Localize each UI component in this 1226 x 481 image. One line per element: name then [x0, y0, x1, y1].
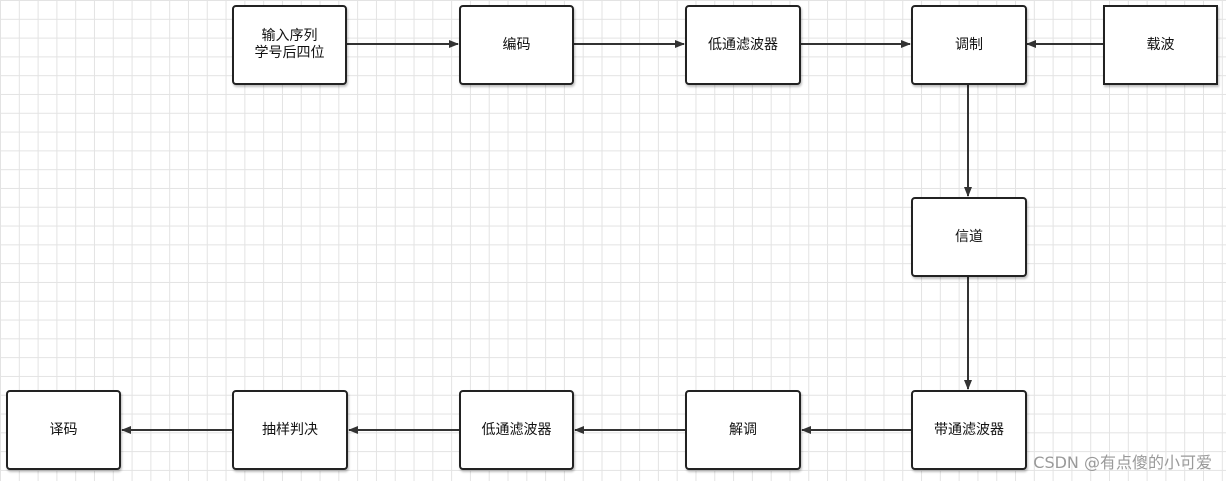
node-decode-label: 译码: [49, 421, 78, 438]
node-channel-label: 信道: [955, 228, 983, 245]
watermark-text: CSDN @有点傻的小可爱: [1033, 453, 1212, 472]
node-encode[interactable]: 编码: [459, 5, 574, 85]
node-sample-decide[interactable]: 抽样判决: [232, 390, 348, 470]
node-lowpass-filter-rx[interactable]: 低通滤波器: [459, 390, 574, 470]
node-modulate[interactable]: 调制: [911, 5, 1027, 85]
node-lowpass-filter-rx-label: 低通滤波器: [481, 421, 552, 438]
node-demodulate[interactable]: 解调: [685, 390, 801, 470]
node-channel[interactable]: 信道: [911, 197, 1027, 277]
node-modulate-label: 调制: [955, 36, 983, 53]
node-input-sequence[interactable]: 输入序列 学号后四位: [232, 5, 347, 85]
node-demodulate-label: 解调: [729, 421, 757, 438]
node-lowpass-filter-tx[interactable]: 低通滤波器: [685, 5, 801, 85]
node-sample-decide-label: 抽样判决: [262, 421, 318, 438]
node-lowpass-filter-tx-label: 低通滤波器: [708, 36, 778, 53]
node-carrier[interactable]: 载波: [1103, 5, 1218, 85]
node-bandpass-filter-label: 带通滤波器: [934, 421, 1004, 438]
node-carrier-label: 载波: [1146, 36, 1175, 53]
node-decode[interactable]: 译码: [6, 390, 121, 470]
node-bandpass-filter[interactable]: 带通滤波器: [911, 390, 1027, 470]
node-input-sequence-label: 输入序列 学号后四位: [254, 28, 325, 61]
node-encode-label: 编码: [502, 36, 531, 53]
